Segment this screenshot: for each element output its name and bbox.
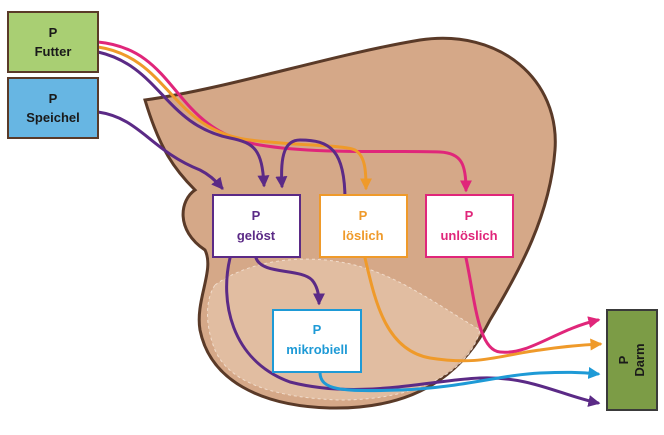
box-p-mikrobiell: P mikrobiell (273, 310, 361, 372)
box-p-loeslich-line1: P (359, 208, 368, 223)
box-p-futter-line2: Futter (35, 44, 72, 59)
box-p-geloest-line1: P (252, 208, 261, 223)
box-p-unloeslich-line2: unlöslich (440, 228, 497, 243)
box-p-darm-line1: P (616, 355, 631, 364)
box-p-speichel-line1: P (49, 91, 58, 106)
box-p-darm-line2: Darm (632, 343, 647, 376)
box-p-unloeslich-line1: P (465, 208, 474, 223)
box-p-unloeslich: P unlöslich (426, 195, 513, 257)
box-p-mikrobiell-line2: mikrobiell (286, 342, 347, 357)
box-p-futter-line1: P (49, 25, 58, 40)
box-p-speichel-line2: Speichel (26, 110, 79, 125)
box-p-loeslich-line2: löslich (342, 228, 383, 243)
box-p-loeslich: P löslich (320, 195, 407, 257)
box-p-darm: P Darm (607, 310, 657, 410)
box-p-speichel: P Speichel (8, 78, 98, 138)
box-p-geloest: P gelöst (213, 195, 300, 257)
box-p-mikrobiell-line1: P (313, 322, 322, 337)
box-p-futter: P Futter (8, 12, 98, 72)
box-p-geloest-line2: gelöst (237, 228, 276, 243)
